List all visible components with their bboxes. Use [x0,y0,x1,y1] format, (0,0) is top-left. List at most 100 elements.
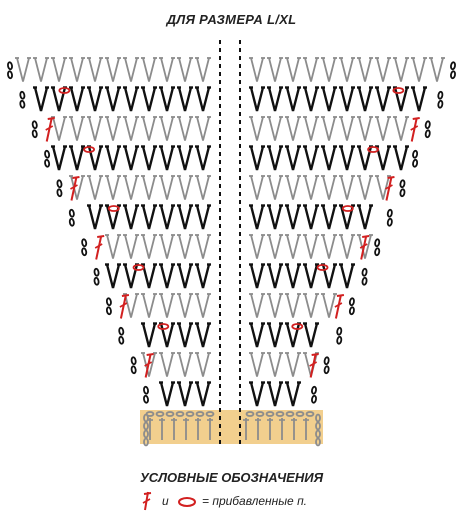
v-stitch [51,87,67,112]
chain [323,356,330,366]
chain [105,297,112,307]
chain [399,188,406,198]
added-stitch-top [336,294,345,297]
v-stitch [250,57,264,82]
v-stitch [160,352,174,377]
v-stitch [286,234,300,259]
added-stitch-cross [309,361,318,367]
added-stitch [70,176,78,201]
v-stitch [268,175,282,200]
v-stitch [87,205,103,230]
v-stitch [105,205,121,230]
v-stitch [250,293,264,318]
v-stitch [285,205,301,230]
v-stitch [285,264,301,289]
chain [143,413,149,423]
v-stitch [70,57,84,82]
v-stitch [69,87,85,112]
v-stitch [267,264,283,289]
added-chain [341,205,354,212]
v-stitch [105,87,121,112]
legend-row: и = прибавленные п. [140,490,400,514]
added-stitch-top [362,235,370,238]
chain [275,411,285,417]
added-stitch-top [146,353,154,356]
v-stitch [87,87,103,112]
chain [348,297,355,307]
chain [450,70,456,80]
v-stitch [285,382,301,407]
v-stitch [123,205,139,230]
legend-title: УСЛОВНЫЕ ОБОЗНАЧЕНИЯ [139,470,324,485]
chain [19,90,26,100]
added-stitch [309,353,317,378]
v-stitch [322,57,336,82]
v-stitch [87,146,103,171]
v-stitch [123,87,139,112]
chain [412,149,419,159]
added-stitch [334,294,342,319]
v-stitch [178,175,192,200]
v-stitch [303,205,319,230]
v-stitch [33,87,49,112]
v-stitch [52,57,66,82]
chain [19,99,26,109]
v-stitch [70,116,84,141]
v-stitch [285,146,301,171]
v-stitch [250,352,264,377]
v-stitch [430,57,444,82]
v-stitch [340,116,354,141]
v-stitch [304,175,318,200]
added-stitch [360,235,368,260]
chain [118,335,125,345]
v-stitch [285,87,301,112]
added-chain [83,146,95,153]
v-stitch [303,323,319,348]
added-stitch-cross [144,361,153,367]
v-stitch [178,234,192,259]
v-stitch [249,146,265,171]
red-tall-stitch-icon [142,491,152,511]
v-stitch [177,382,193,407]
chain [56,179,63,189]
v-stitch [123,264,139,289]
v-stitch [286,293,300,318]
added-stitch-cross [94,243,103,249]
chain [412,158,419,168]
chain [424,129,431,139]
v-stitch [249,87,265,112]
v-stitch [376,175,390,200]
v-stitch [339,205,355,230]
v-stitch [105,264,121,289]
v-stitch [195,146,211,171]
chain [130,356,137,366]
chain [175,411,185,417]
v-stitch [160,57,174,82]
chain [336,326,343,336]
v-stitch [178,293,192,318]
v-stitch [322,234,336,259]
chain [315,437,321,447]
chain [81,238,88,248]
chain [295,411,305,417]
v-stitch [393,87,409,112]
added-stitch-top [387,176,395,179]
added-stitch-cross [359,243,368,249]
added-stitch [410,117,418,142]
chain [245,411,255,417]
v-stitch [177,323,193,348]
v-stitch [322,175,336,200]
v-stitch [339,146,355,171]
v-stitch [357,205,373,230]
chain [185,411,195,417]
red-chain-icon [178,497,196,507]
v-stitch [268,57,282,82]
v-stitch [88,175,102,200]
v-stitch [322,116,336,141]
added-chain [132,264,145,271]
chain [205,411,215,417]
chain [437,90,444,100]
v-stitch [267,382,283,407]
added-chain [58,87,71,94]
chain [56,188,63,198]
